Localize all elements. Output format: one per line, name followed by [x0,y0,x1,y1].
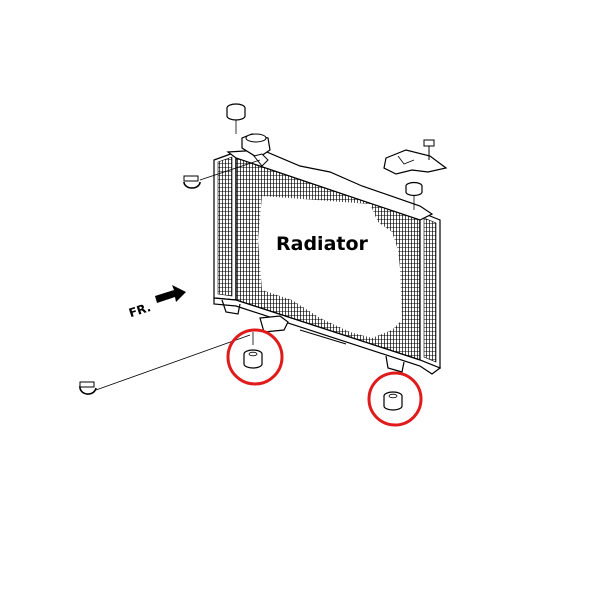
radiator-core [213,149,442,375]
lower-mount-right [367,371,423,427]
upper-rubber-mount [226,103,246,134]
highlight-circle-right [367,371,423,427]
highlight-circle-left [226,328,284,386]
diagram-title-label: Radiator [276,233,369,255]
bracket-bolt [423,139,435,160]
lower-mount-left [226,328,284,386]
lower-hose-clamp [79,334,251,395]
front-direction-arrow: FR. [127,285,186,320]
direction-label: FR. [127,300,152,320]
upper-hose-clamp [183,159,261,189]
mounting-bracket [383,149,448,210]
radiator-cap [241,133,271,167]
